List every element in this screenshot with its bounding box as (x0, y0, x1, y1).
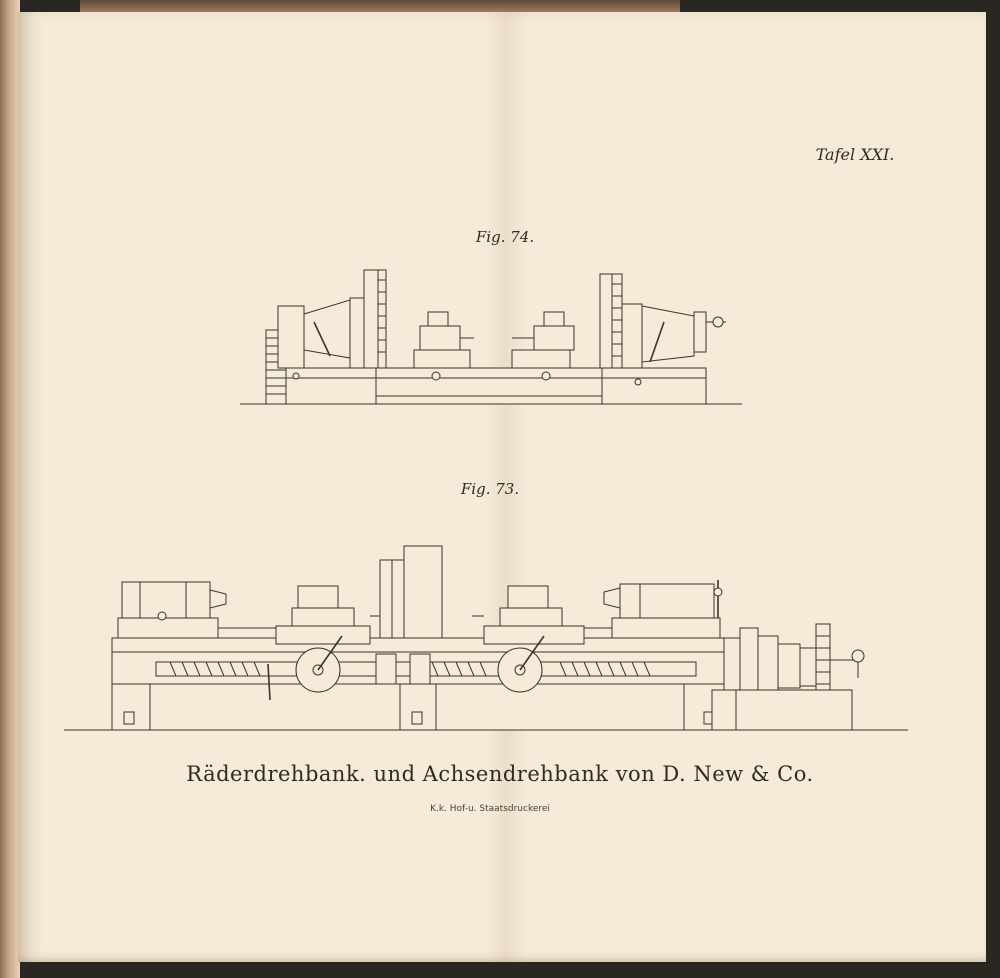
figure-74-label: Fig. 74. (475, 228, 535, 246)
page-fold-gutter (486, 12, 526, 962)
plate-number: Tafel XXI. (815, 145, 895, 164)
printer-imprint: K.k. Hof-u. Staatsdruckerei (430, 804, 550, 814)
plate-caption: Räderdrehbank. und Achsendrehbank von D.… (186, 762, 814, 786)
figure-73-axle-lathe-drawing (64, 545, 908, 731)
book-top-edge (80, 0, 680, 12)
plate-page (18, 12, 986, 962)
figure-74-wheel-lathe-drawing (240, 269, 742, 405)
book-spine-edge (0, 0, 20, 978)
figure-73-label: Fig. 73. (460, 480, 520, 498)
